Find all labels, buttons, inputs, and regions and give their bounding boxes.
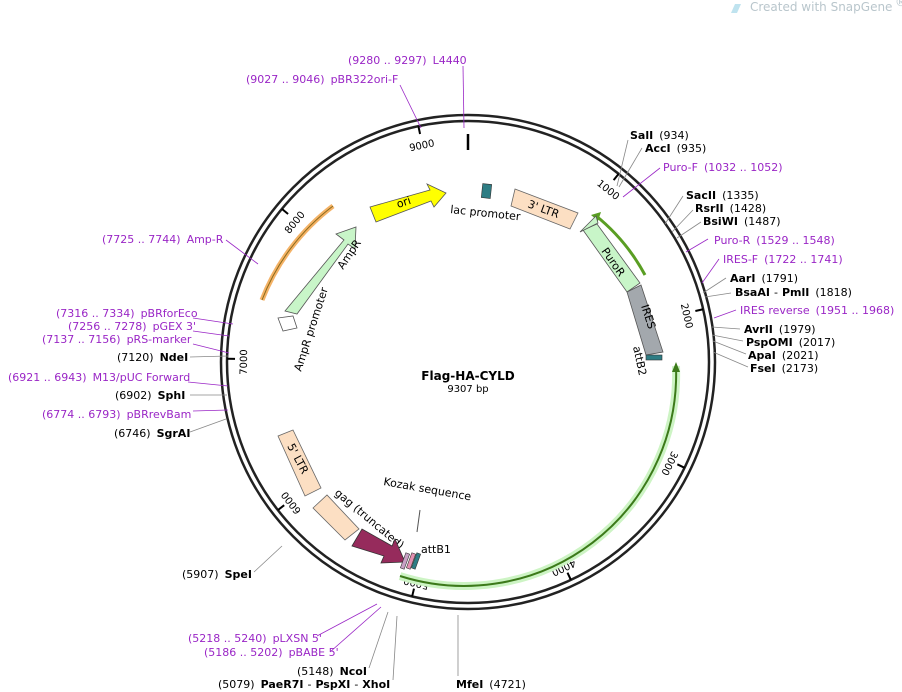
tick-mark xyxy=(281,208,289,215)
pbrforeco-label: (7316 .. 7334)pBRforEco xyxy=(56,307,198,320)
plxsn-label: (5218 .. 5240)pLXSN 5' xyxy=(188,632,322,645)
aari-label: AarI(1791) xyxy=(730,272,798,285)
amp-orange-arc-edge xyxy=(261,205,334,301)
apai-label: ApaI(2021) xyxy=(748,349,818,362)
orf-arc-arrow xyxy=(672,362,680,372)
kozak-feature[interactable] xyxy=(399,552,411,570)
tick-label: 2000 xyxy=(678,302,694,329)
snapgene-watermark: Created with SnapGene ® xyxy=(731,0,902,14)
kozak-label: Kozak sequence xyxy=(382,475,472,503)
ires-reverse-label: IRES reverse(1951 .. 1968) xyxy=(740,304,894,317)
puro-f-label: Puro-F(1032 .. 1052) xyxy=(663,161,783,174)
tick-label: 1000 xyxy=(594,178,621,202)
sgrai-label: (6746)SgrAI xyxy=(114,427,190,440)
sacii-label: SacII(1335) xyxy=(686,189,759,202)
tick-mark xyxy=(411,588,415,597)
attb2-feature[interactable] xyxy=(645,354,663,361)
plasmid-name: Flag-HA-CYLD xyxy=(421,369,514,383)
attb1-feature-a[interactable] xyxy=(405,552,417,570)
orf-arc[interactable] xyxy=(399,365,678,587)
puror-arrowhead xyxy=(579,215,599,233)
sali-label: SalI(934) xyxy=(630,129,689,142)
m13-label: (6921 .. 6943)M13/pUC Forward xyxy=(8,371,190,384)
pgex-label: (7256 .. 7278)pGEX 3' xyxy=(68,320,196,333)
tick-label: 9000 xyxy=(408,138,435,154)
attb1-label: attB1 xyxy=(421,543,451,556)
watermark-text: Created with SnapGene xyxy=(750,0,892,14)
tick-mark xyxy=(566,572,572,581)
tick-mark xyxy=(417,125,422,135)
ncoi-label: (5148)NcoI xyxy=(297,665,367,678)
mfei-label: MfeI(4721) xyxy=(456,678,526,691)
pspomi-label: PspOMI(2017) xyxy=(746,336,835,349)
rsrii-label: RsrII(1428) xyxy=(695,202,766,215)
plasmid-size: 9307 bp xyxy=(447,384,488,395)
attb2-label: attB2 xyxy=(630,345,649,377)
ori-label: ori xyxy=(395,194,413,211)
bsiwi-label: BsiWI(1487) xyxy=(703,215,781,228)
pbr322ori-label: (9027 .. 9046)pBR322ori-F xyxy=(246,73,398,86)
enzyme-leaders xyxy=(189,139,749,681)
ltr5-feature[interactable] xyxy=(277,429,322,497)
ori-feature[interactable] xyxy=(369,183,447,223)
pbabe-label: (5186 .. 5202)pBABE 5' xyxy=(204,646,339,659)
ires-f-label: IRES-F(1722 .. 1741) xyxy=(723,253,843,266)
backbone-inner xyxy=(225,119,711,605)
lac-promoter-feature[interactable] xyxy=(480,183,493,199)
kozak-leader xyxy=(416,509,421,533)
ampr-promoter-feature[interactable] xyxy=(277,315,298,332)
prs-marker-label: (7137 .. 7156)pRS-marker xyxy=(42,333,192,346)
tick-label: 7000 xyxy=(239,349,250,375)
tick-mark xyxy=(612,173,620,181)
ampr-primer-label: (7725 .. 7744)Amp-R xyxy=(102,233,224,246)
cds-arrow-feature[interactable] xyxy=(351,528,406,564)
tick-label: 6000 xyxy=(280,489,304,516)
tick-mark xyxy=(695,308,704,312)
ampr-feature[interactable] xyxy=(284,226,357,315)
tick-mark xyxy=(277,504,285,511)
attb1-feature-b[interactable] xyxy=(410,552,422,570)
puro-r-label: Puro-R(1529 .. 1548) xyxy=(714,234,835,247)
ires-feature[interactable] xyxy=(626,284,664,356)
sphi-label: (6902)SphI xyxy=(115,389,185,402)
ndei-label: (7120)NdeI xyxy=(117,351,188,364)
backbone-outer xyxy=(219,113,717,611)
l4440-label: (9280 .. 9297)L4440 xyxy=(348,54,467,67)
watermark-registered: ® xyxy=(895,0,902,9)
avrii-label: AvrII(1979) xyxy=(744,323,815,336)
puror-arc xyxy=(594,213,647,276)
snapgene-logo-icon xyxy=(731,4,741,13)
ltr3-feature[interactable] xyxy=(510,188,579,230)
bsaai-pmli-label: BsaAI-PmlI(1818) xyxy=(735,286,852,299)
paer7i-label: (5079)PaeR7I-PspXI-XhoI xyxy=(218,678,390,691)
pbrrevbam-label: (6774 .. 6793)pBRrevBam xyxy=(42,408,191,421)
primer-leaders xyxy=(187,65,737,653)
spei-label: (5907)SpeI xyxy=(182,568,252,581)
tick-mark xyxy=(676,463,685,469)
gag-feature[interactable] xyxy=(312,494,360,541)
acci-label: AccI(935) xyxy=(645,142,706,155)
fsei-label: FseI(2173) xyxy=(750,362,818,375)
